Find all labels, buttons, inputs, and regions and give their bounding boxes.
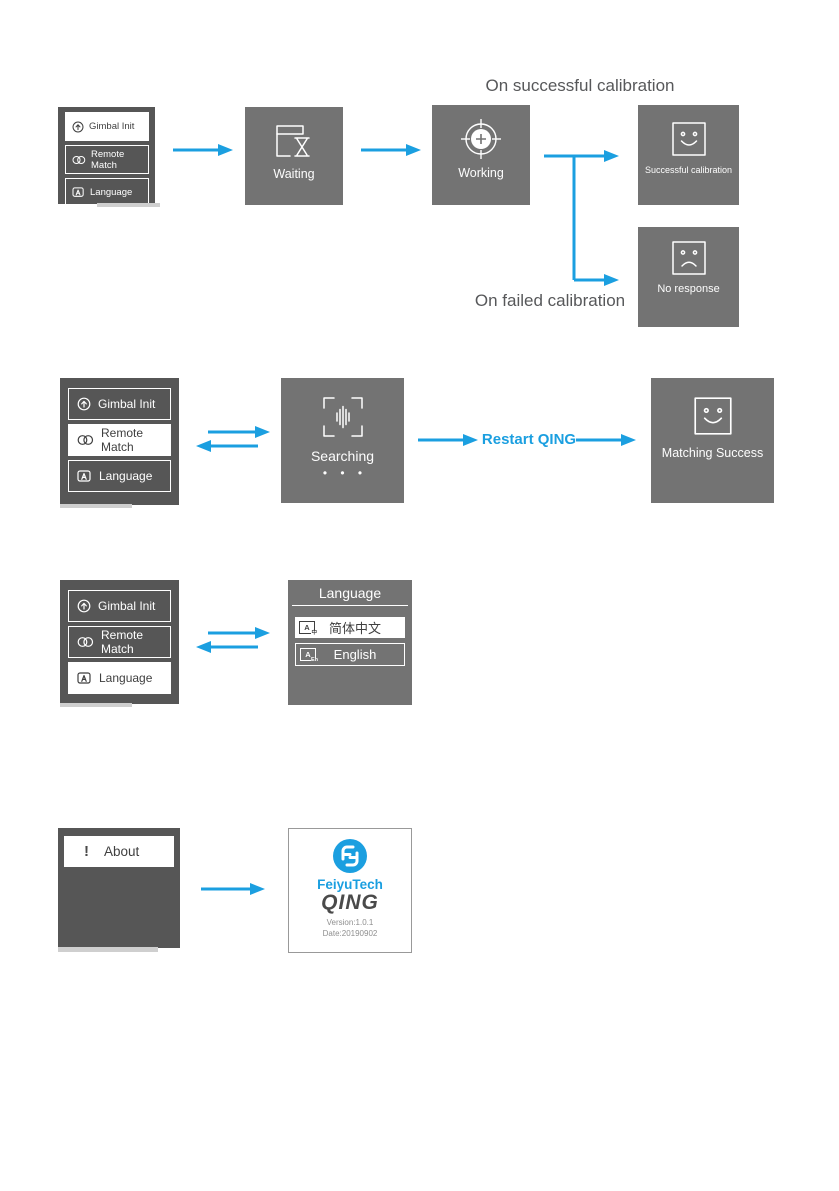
shadow-bar — [58, 947, 158, 952]
shadow-bar — [60, 703, 132, 707]
exclamation-icon: ! — [84, 843, 89, 860]
language-option-english: A En English — [295, 643, 405, 666]
lang-icon-letter: A — [305, 649, 311, 659]
menu-item-language: Language — [68, 662, 171, 694]
double-arrow-icon — [196, 627, 270, 653]
menu-item-gimbal-init: Gimbal Init — [68, 590, 171, 622]
hourglass-list-icon — [276, 125, 310, 157]
menu-item-label: Language — [90, 187, 133, 198]
menu-item-label: Language — [99, 671, 153, 685]
language-icon — [77, 469, 91, 482]
sad-face-icon — [671, 241, 706, 275]
arrow-right-icon — [361, 144, 421, 156]
working-screen: Working — [432, 105, 530, 205]
language-option-label: 简体中文 — [328, 621, 381, 636]
menu-item-label: Gimbal Init — [98, 397, 156, 411]
shadow-bar — [60, 504, 132, 508]
language-option-chinese: A 中 简体中文 — [295, 617, 405, 638]
divider — [292, 605, 408, 606]
arrow-right-icon — [576, 434, 636, 446]
crosshair-icon — [461, 119, 501, 159]
menu-item-label: Remote Match — [101, 628, 144, 656]
restart-qing-note: Restart QING — [481, 431, 577, 448]
menu-item-language: Language — [68, 460, 171, 492]
language-screen: Language A 中 简体中文 A En English — [288, 580, 412, 705]
screen-label: Waiting — [273, 167, 315, 181]
lang-en-icon: A En — [300, 648, 318, 663]
product-name: QING — [321, 891, 379, 914]
successful-calibration-screen: Successful calibration — [638, 105, 739, 205]
gimbal-init-icon — [72, 121, 84, 132]
about-screen: FeiyuTech QING Version:1.0.1 Date:201909… — [288, 828, 412, 953]
lang-zh-icon: A 中 — [299, 621, 317, 636]
lang-icon-letter: A — [304, 622, 310, 632]
menu-item-label: Language — [99, 469, 153, 483]
language-screen-title: Language — [318, 585, 382, 601]
menu-screen-gimbal-init: Gimbal Init Remote Match Language — [58, 107, 155, 207]
screen-label: Successful calibration — [644, 165, 733, 175]
on-success-note: On successful calibration — [485, 76, 675, 95]
waiting-screen: Waiting — [245, 107, 343, 205]
menu-item-about: ! About — [64, 836, 174, 867]
no-response-screen: No response — [638, 227, 739, 327]
menu-item-label: Gimbal Init — [89, 121, 135, 132]
smiley-icon — [671, 122, 706, 156]
menu-item-gimbal-init: Gimbal Init — [68, 388, 171, 420]
version-text: Version:1.0.1 — [326, 918, 374, 927]
about-menu-screen: ! About — [58, 828, 180, 948]
arrow-right-icon — [418, 434, 478, 446]
menu-item-label: Gimbal Init — [98, 599, 156, 613]
menu-item-remote-match: Remote Match — [68, 424, 171, 456]
lang-icon-sub: 中 — [311, 629, 317, 636]
language-icon — [77, 671, 91, 684]
screen-label: Matching Success — [661, 446, 764, 460]
remote-match-icon — [77, 637, 94, 647]
matching-success-screen: Matching Success — [651, 378, 774, 503]
menu-item-label: Remote Match — [101, 426, 144, 454]
shadow-bar — [97, 203, 160, 207]
on-failed-note: On failed calibration — [474, 291, 626, 310]
screen-label: No response — [657, 283, 720, 295]
double-arrow-icon — [196, 426, 270, 452]
menu-item-remote-match: Remote Match — [65, 145, 149, 174]
viewfinder-audio-icon — [322, 397, 363, 437]
remote-match-icon — [77, 435, 94, 445]
menu-item-label: About — [104, 844, 140, 859]
gimbal-init-icon — [77, 397, 91, 411]
branch-arrow-icon — [544, 150, 619, 286]
menu-item-label: Remote Match — [91, 148, 125, 171]
screen-label: Searching — [310, 448, 375, 464]
feiyutech-logo-icon — [333, 839, 367, 873]
arrow-right-icon — [173, 144, 233, 156]
language-option-label: English — [333, 647, 377, 662]
arrow-right-icon — [201, 883, 265, 895]
smiley-icon — [693, 397, 732, 435]
menu-screen-remote-match: Gimbal Init Remote Match Language — [60, 378, 179, 505]
searching-dots: • • • — [322, 466, 368, 480]
screen-label: Working — [458, 166, 504, 180]
gimbal-init-icon — [77, 599, 91, 613]
date-text: Date:20190902 — [322, 928, 378, 938]
menu-screen-language: Gimbal Init Remote Match Language — [60, 580, 179, 704]
menu-item-remote-match: Remote Match — [68, 626, 171, 658]
menu-item-gimbal-init: Gimbal Init — [65, 112, 149, 141]
lang-icon-sub: En — [310, 656, 318, 663]
language-icon — [72, 187, 84, 197]
brand-name: FeiyuTech — [317, 877, 383, 892]
remote-match-icon — [72, 155, 86, 164]
searching-screen: Searching • • • — [281, 378, 404, 503]
